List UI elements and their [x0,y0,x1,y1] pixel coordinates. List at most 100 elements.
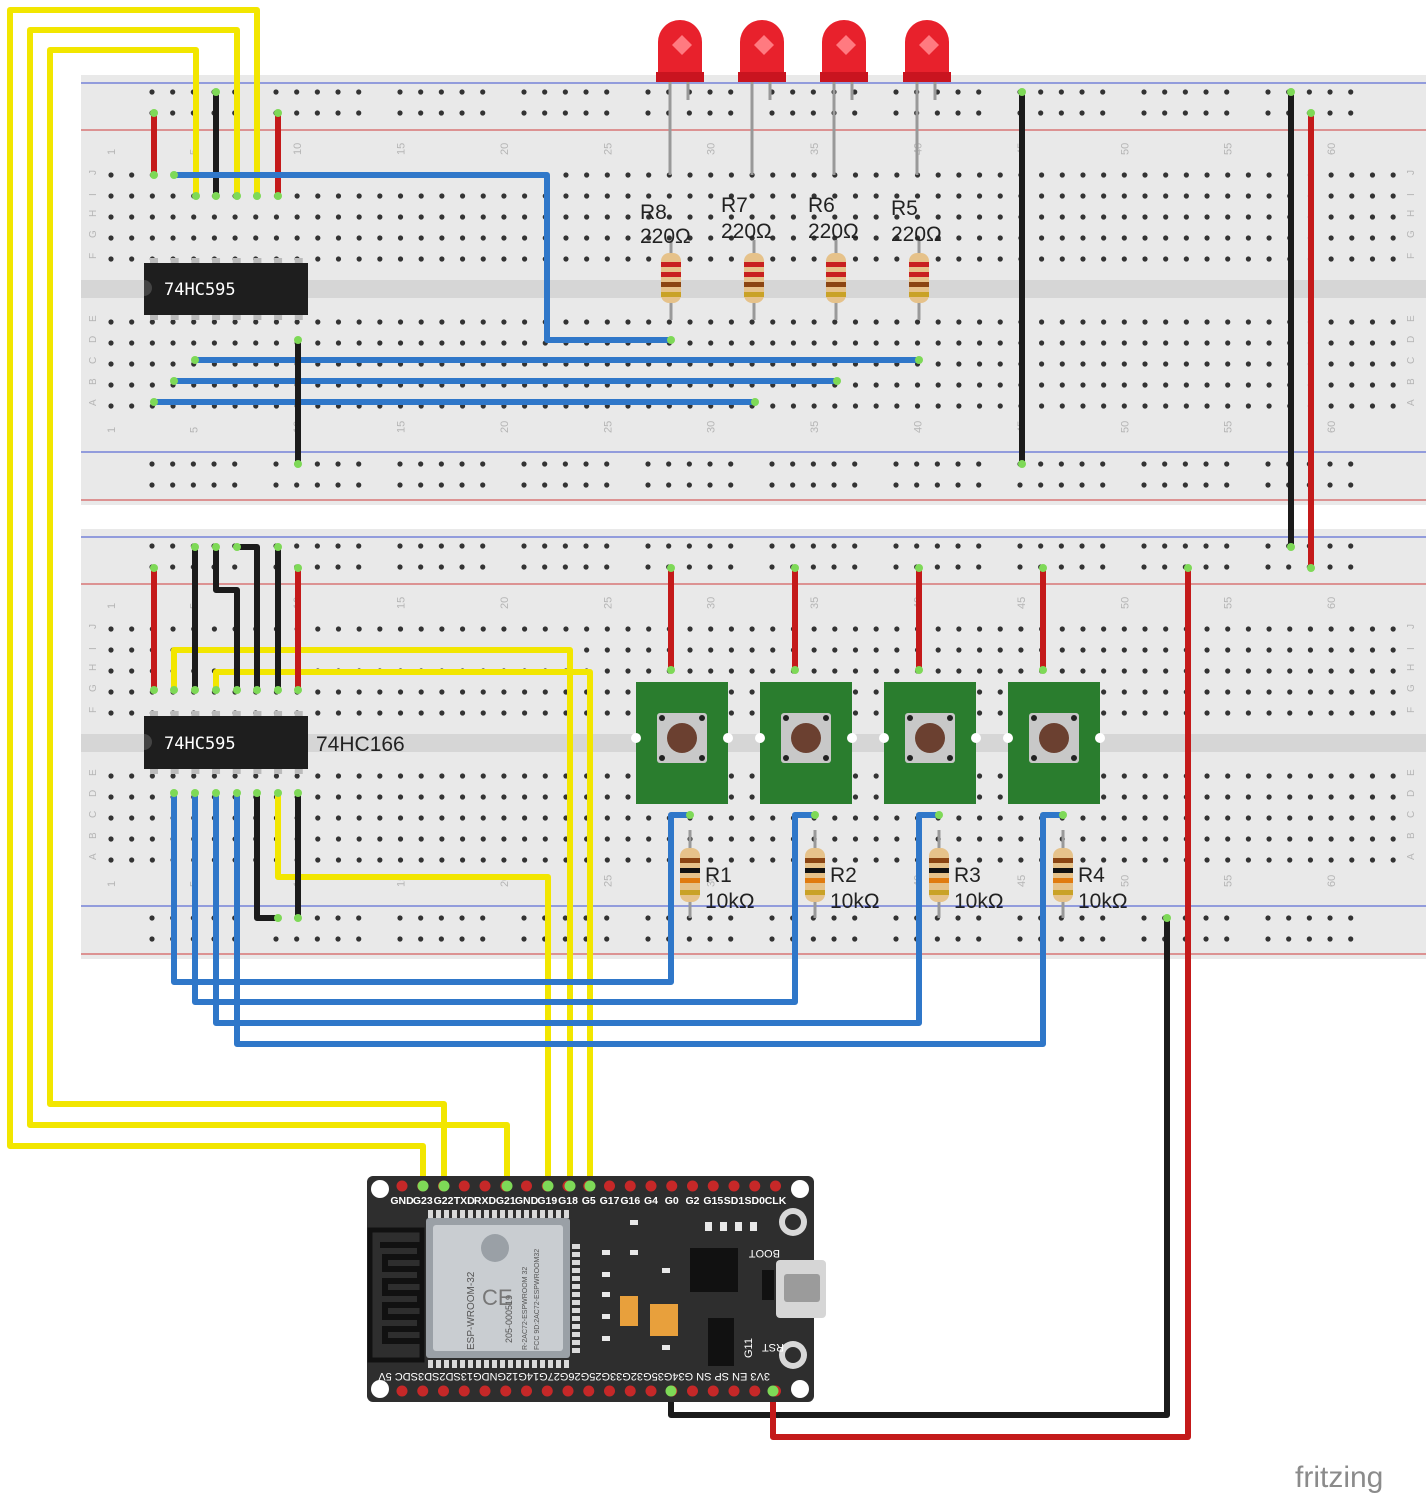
terminal-hole [1121,382,1127,388]
row-letter: H [88,210,99,217]
rail-hole [707,461,713,467]
terminal-hole [956,256,962,262]
rail-hole [976,461,982,467]
resistor-band [805,868,825,873]
terminal-hole [1266,256,1272,262]
resistor-band [661,262,681,267]
button-cap [1039,723,1069,753]
terminal-hole [563,319,569,325]
terminal-hole [377,815,383,821]
rail-hole [934,461,940,467]
terminal-hole [749,214,755,220]
terminal-hole [873,773,879,779]
terminal-hole [956,172,962,178]
rail-hole [790,482,796,488]
terminal-hole [129,340,135,346]
terminal-hole [832,214,838,220]
terminal-hole [1163,857,1169,863]
rail-hole [314,89,320,95]
column-number: 25 [602,143,614,155]
terminal-hole [1266,668,1272,674]
rail-hole [831,915,837,921]
module-pad [452,1360,457,1368]
terminal-hole [129,836,135,842]
terminal-hole [584,172,590,178]
terminal-hole [232,319,238,325]
terminal-hole [1204,668,1210,674]
terminal-hole [522,689,528,695]
chip-pin [191,711,200,716]
rail-hole [914,482,920,488]
rail-hole [976,915,982,921]
terminal-hole [1121,773,1127,779]
rail-hole [1100,89,1106,95]
terminal-hole [976,773,983,779]
smd-part [602,1314,610,1319]
terminal-hole [604,836,610,842]
column-number: 55 [1223,875,1235,887]
chip-pin [170,711,179,716]
push-button[interactable] [755,682,857,804]
wire-end [150,564,158,572]
rail-hole [1348,564,1354,570]
terminal-hole [522,235,528,241]
rail-hole [728,543,734,549]
rail-hole [335,543,341,549]
terminal-hole [625,626,631,632]
row-letter: G [88,230,99,238]
terminal-hole [522,773,528,779]
chip-label: 74HC595 [164,734,236,754]
terminal-hole [811,214,817,220]
terminal-hole [1349,857,1355,863]
push-button[interactable] [879,682,981,804]
regulator [708,1318,734,1366]
module-pad [572,1284,580,1289]
terminal-hole [1163,382,1169,388]
terminal-hole [1101,815,1107,821]
rail-hole [542,564,548,570]
terminal-hole [625,815,631,821]
rail-hole [1203,936,1209,942]
terminal-hole [1183,382,1189,388]
capacitor [620,1296,638,1326]
terminal-hole [459,626,466,632]
wire-end [170,686,178,694]
resistor-band [805,858,825,863]
rail-hole [418,89,424,95]
terminal-hole [1369,403,1376,409]
terminal-hole [976,361,983,367]
rail-hole [1058,461,1064,467]
terminal-hole [1349,319,1355,325]
rail-hole [562,543,568,549]
terminal-hole [1307,689,1314,695]
terminal-hole [1349,403,1355,409]
rail-hole [170,89,176,95]
terminal-hole [1307,668,1314,674]
terminal-hole [480,836,486,842]
rail-hole [1141,564,1147,570]
terminal-hole [1163,647,1169,653]
rail-hole [562,110,568,116]
push-button[interactable] [1003,682,1105,804]
terminal-hole [625,256,631,262]
rail-hole [1203,482,1209,488]
terminal-hole [1018,857,1024,863]
terminal-hole [873,235,879,241]
terminal-hole [976,626,983,632]
terminal-hole [315,773,321,779]
terminal-hole [1245,403,1251,409]
module-pad [484,1360,489,1368]
row-letter: C [1406,357,1417,364]
rail-hole [583,564,589,570]
terminal-hole [1101,382,1107,388]
rail-hole [914,543,920,549]
terminal-hole [646,172,652,178]
terminal-hole [997,647,1003,653]
push-button[interactable] [631,682,733,804]
wire-black [254,790,281,921]
row-letter: D [1406,790,1417,797]
rail-hole [190,482,196,488]
rail-hole [1327,543,1333,549]
capacitor [650,1304,678,1336]
